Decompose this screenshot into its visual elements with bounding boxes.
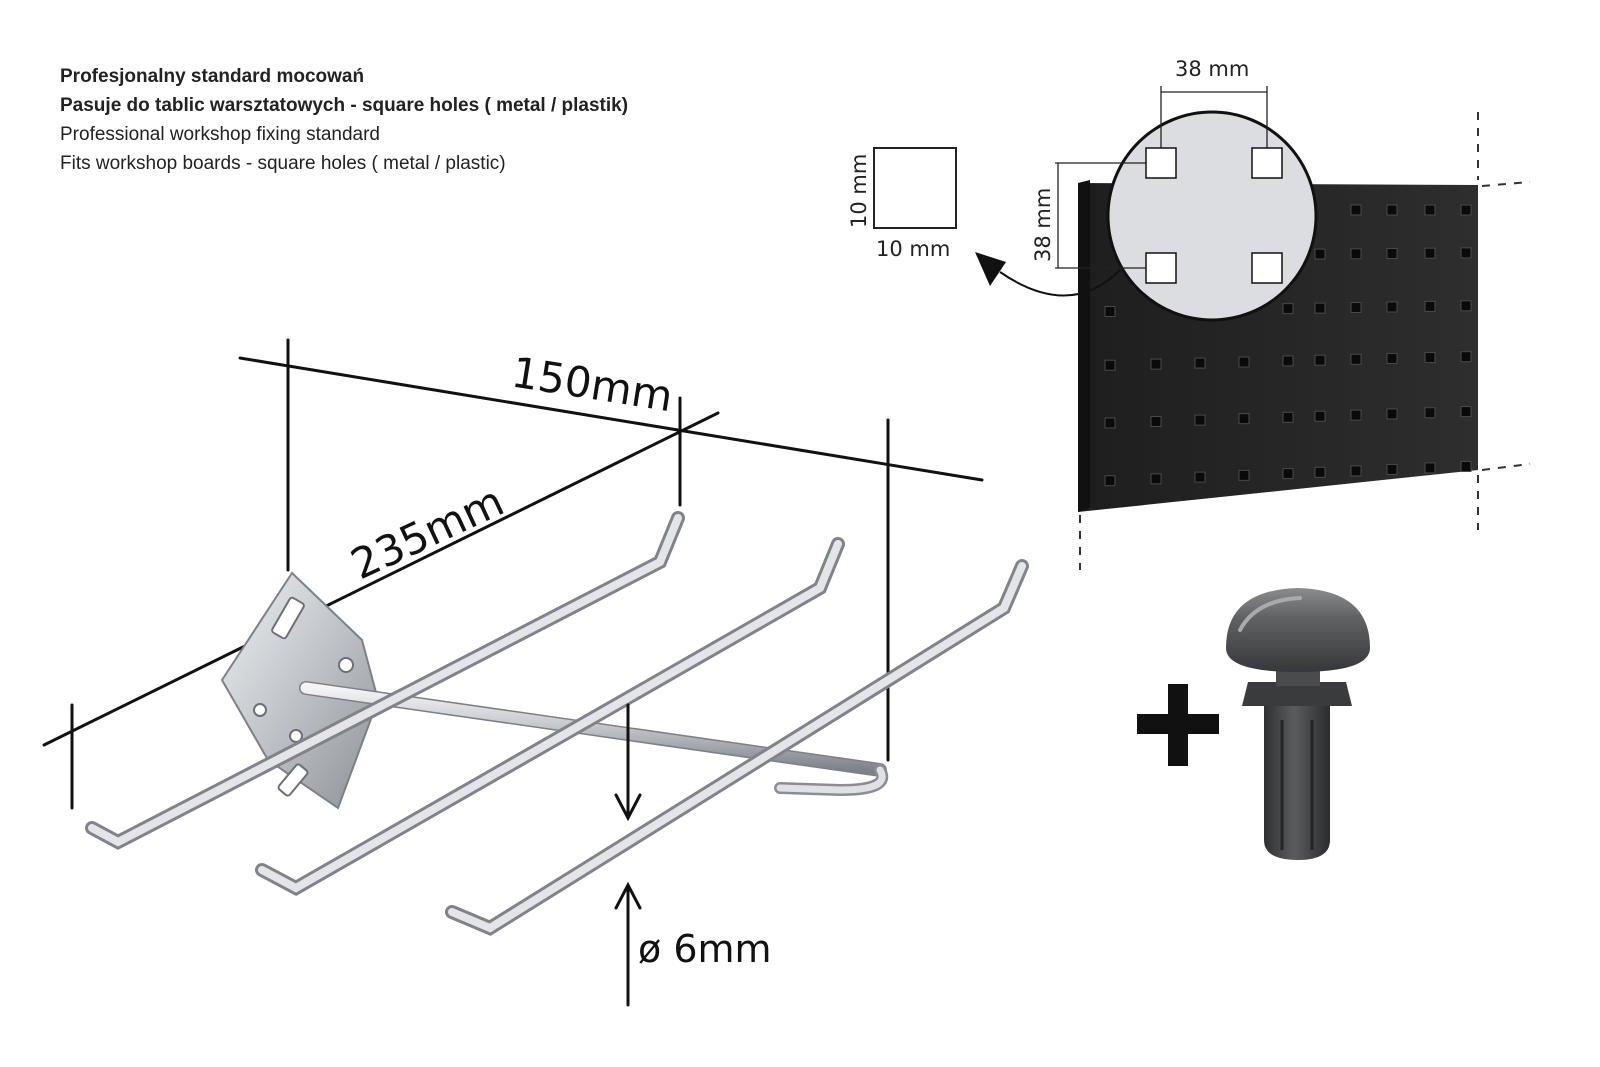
board-hole	[1350, 302, 1362, 314]
diameter-label: ø 6mm	[638, 927, 772, 971]
board-hole	[1104, 475, 1116, 487]
depth-label: 235mm	[344, 476, 512, 589]
plastic-plug-icon	[1226, 588, 1370, 860]
plus-icon	[1137, 684, 1219, 766]
board-hole	[1150, 358, 1162, 370]
triple-wire-hook	[85, 511, 1029, 936]
board-hole	[1314, 302, 1326, 314]
zoom-pointer-curve	[999, 269, 1121, 297]
zoom-hole	[1145, 252, 1177, 284]
board-hole	[1424, 352, 1436, 364]
zoom-hole	[1145, 147, 1177, 179]
board-hole	[1194, 357, 1206, 369]
hook-prong-1	[85, 511, 685, 850]
plug-collar	[1242, 682, 1352, 706]
board-hole	[1104, 305, 1116, 317]
pointer-arrow-icon	[975, 252, 1006, 286]
board-hole	[1238, 469, 1250, 481]
board-hole	[1386, 247, 1398, 259]
hole-spacing-vertical: 38 mm	[1031, 188, 1055, 262]
plate-slot-top	[271, 596, 305, 640]
board-hole	[1460, 351, 1472, 363]
board-hole	[1150, 473, 1162, 485]
hook-prong-3	[445, 559, 1029, 936]
board-hole	[1104, 359, 1116, 371]
board-hole	[1350, 248, 1362, 260]
board-hole	[1194, 471, 1206, 483]
board-hole	[1350, 353, 1362, 365]
board-hole	[1350, 409, 1362, 421]
board-hole	[1386, 463, 1398, 475]
board-hole	[1194, 414, 1206, 426]
header-line-4: Fits workshop boards - square holes ( me…	[60, 153, 506, 174]
board-hole	[1460, 247, 1472, 259]
board-hole	[1460, 460, 1472, 472]
board-hole	[1314, 354, 1326, 366]
board-hole	[1314, 410, 1326, 422]
board-holes	[1104, 204, 1472, 487]
zoom-hole	[1251, 147, 1283, 179]
depth-dimension-line	[42, 411, 720, 747]
board-hole	[1424, 247, 1436, 259]
board-hole	[1282, 411, 1294, 423]
board-hole	[1150, 416, 1162, 428]
zoom-circle	[1106, 110, 1318, 322]
plate-slot-bottom	[277, 763, 309, 797]
hole-width-label: 10 mm	[876, 237, 950, 261]
plate-hole	[338, 657, 354, 673]
board-hole	[1386, 352, 1398, 364]
width-label: 150mm	[508, 347, 676, 421]
board-hole	[1282, 303, 1294, 315]
board-hole	[1350, 204, 1362, 216]
plate-hole	[289, 729, 303, 743]
arrow-up-icon	[614, 881, 642, 910]
header-line-3: Professional workshop fixing standard	[60, 124, 381, 145]
width-dimension-line	[238, 356, 984, 482]
board-hole	[1386, 301, 1398, 313]
plug-shank	[1264, 700, 1330, 860]
board-hole	[1314, 466, 1326, 478]
board-hole	[1386, 408, 1398, 420]
hole-spacing-horizontal: 38 mm	[1175, 57, 1249, 81]
hole-size-square	[873, 147, 957, 229]
header-line-1: Profesjonalny standard mocowań	[60, 66, 365, 87]
board-hole	[1460, 204, 1472, 216]
header-text: Profesjonalny standard mocowań Pasuje do…	[60, 62, 780, 178]
board-hole	[1238, 356, 1250, 368]
board-hole	[1104, 417, 1116, 429]
hole-size-detail: 10 mm 10 mm	[847, 147, 1121, 297]
board-hole	[1424, 407, 1436, 419]
hole-zoom-detail: 38 mm 38 mm	[1031, 57, 1318, 322]
board-hole	[1424, 204, 1436, 216]
plug-cap	[1226, 588, 1370, 672]
diameter-arrows	[614, 703, 642, 1007]
header-line-2: Pasuje do tablic warsztatowych - square …	[60, 95, 629, 116]
hole-height-label: 10 mm	[847, 154, 871, 228]
board-hole	[1460, 406, 1472, 418]
arrow-down-icon	[614, 793, 642, 822]
hook-prong-2	[255, 537, 845, 896]
plate-hole	[253, 703, 267, 717]
board-hole	[1238, 413, 1250, 425]
board-hole	[1386, 204, 1398, 216]
board-hole	[1460, 300, 1472, 312]
board-hole	[1314, 248, 1326, 260]
zoom-hole	[1251, 252, 1283, 284]
board-hole	[1282, 355, 1294, 367]
board-hole	[1282, 468, 1294, 480]
board-hole	[1424, 300, 1436, 312]
board-hole	[1350, 465, 1362, 477]
board-hole	[1424, 462, 1436, 474]
hook-dimension-lines	[42, 338, 984, 810]
